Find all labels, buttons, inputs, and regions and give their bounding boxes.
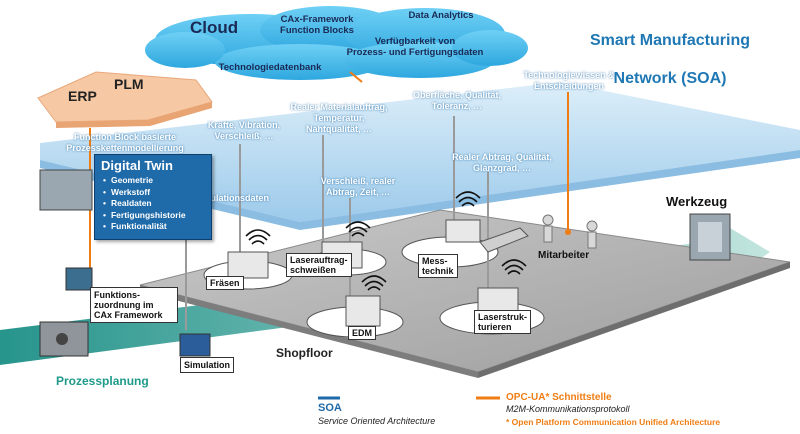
digital-twin-list: Geometrie Werkstoff Realdaten Fertigungs…: [103, 175, 186, 233]
plm-label: PLM: [114, 76, 144, 92]
machine-icons: [227, 219, 529, 327]
network-title: Smart Manufacturing Network (SOA): [548, 12, 792, 88]
digital-twin-item: Fertigungshistorie: [103, 210, 186, 222]
process-tool-icon: [39, 321, 89, 357]
digital-twin-title: Digital Twin: [101, 158, 173, 173]
label-removal: Realer Abtrag, Qualität, Glanzgrad, …: [452, 152, 552, 173]
machine-laser-struct: Laserstruk- turieren: [474, 310, 532, 334]
label-simdata: Simulationsdaten: [194, 193, 270, 203]
funktions-box: Funktions- zuordnung im CAx Framework: [90, 287, 178, 323]
legend-opc-desc: M2M-Kommunikationsprotokoll: [506, 404, 630, 414]
label-material: Realer Materialauftrag, Temperatur, Naht…: [290, 102, 388, 134]
wifi-icons: [245, 191, 527, 291]
legend-soa-title: SOA: [318, 402, 342, 414]
machine-edm: EDM: [348, 326, 376, 340]
cloud-shape: [145, 6, 528, 80]
simulation-screen: [179, 333, 211, 357]
label-forces: Kräfte, Vibration, Verschleiß, …: [207, 120, 281, 141]
network-title-line1: Smart Manufacturing: [589, 32, 750, 49]
legend-opc-title: OPC-UA* Schnittstelle: [506, 392, 612, 403]
cax-monitor-icon: [65, 267, 93, 291]
label-function-block: Function Block basierte Prozesskettenmod…: [66, 132, 184, 153]
machine-mess: Mess- technik: [418, 254, 458, 278]
digital-twin-item: Realdaten: [103, 198, 186, 210]
label-surface: Oberfläche, Qualität, Toleranz, …: [412, 90, 502, 111]
werkzeug-icon: [689, 213, 731, 261]
soa-band: [40, 82, 800, 222]
network-title-line2: Network (SOA): [613, 70, 727, 87]
worker-label: Mitarbeiter: [538, 250, 590, 261]
shopfloor-label: Shopfloor: [276, 346, 333, 360]
digital-twin-item: Geometrie: [103, 175, 186, 187]
digital-twin-item: Werkstoff: [103, 187, 186, 199]
label-wear: Verschleiß, realer Abtrag, Zeit, …: [320, 176, 396, 197]
digital-twin-box: Digital Twin Geometrie Werkstoff Realdat…: [94, 154, 212, 240]
legend-soa-desc: Service Oriented Architecture: [318, 416, 436, 426]
worker-icons: [542, 214, 598, 249]
cloud-analytics: Data Analytics: [408, 10, 474, 21]
digital-twin-item: Funktionalität: [103, 221, 186, 233]
simulation-box: Simulation: [180, 357, 235, 373]
cax-device-icon: [39, 169, 93, 211]
legend-opc-note: * Open Platform Communication Unified Ar…: [506, 417, 721, 427]
cloud-title: Cloud: [190, 18, 239, 37]
cloud-techdb: Technologiedatenbank: [218, 62, 322, 73]
cloud-availability: Verfügbarkeit von Prozess- und Fertigung…: [346, 36, 484, 58]
cloud-cax: CAx-Framework Function Blocks: [280, 14, 354, 36]
erp-label: ERP: [68, 88, 97, 104]
prozessplanung-label: Prozessplanung: [56, 374, 149, 388]
label-knowledge: Technologiewissen & Entscheidungen: [523, 70, 615, 91]
machine-laser-weld: Laserauftrag- schweißen: [286, 253, 352, 277]
werkzeug-label: Werkzeug: [666, 194, 728, 209]
machine-fraesen: Fräsen: [206, 276, 244, 290]
